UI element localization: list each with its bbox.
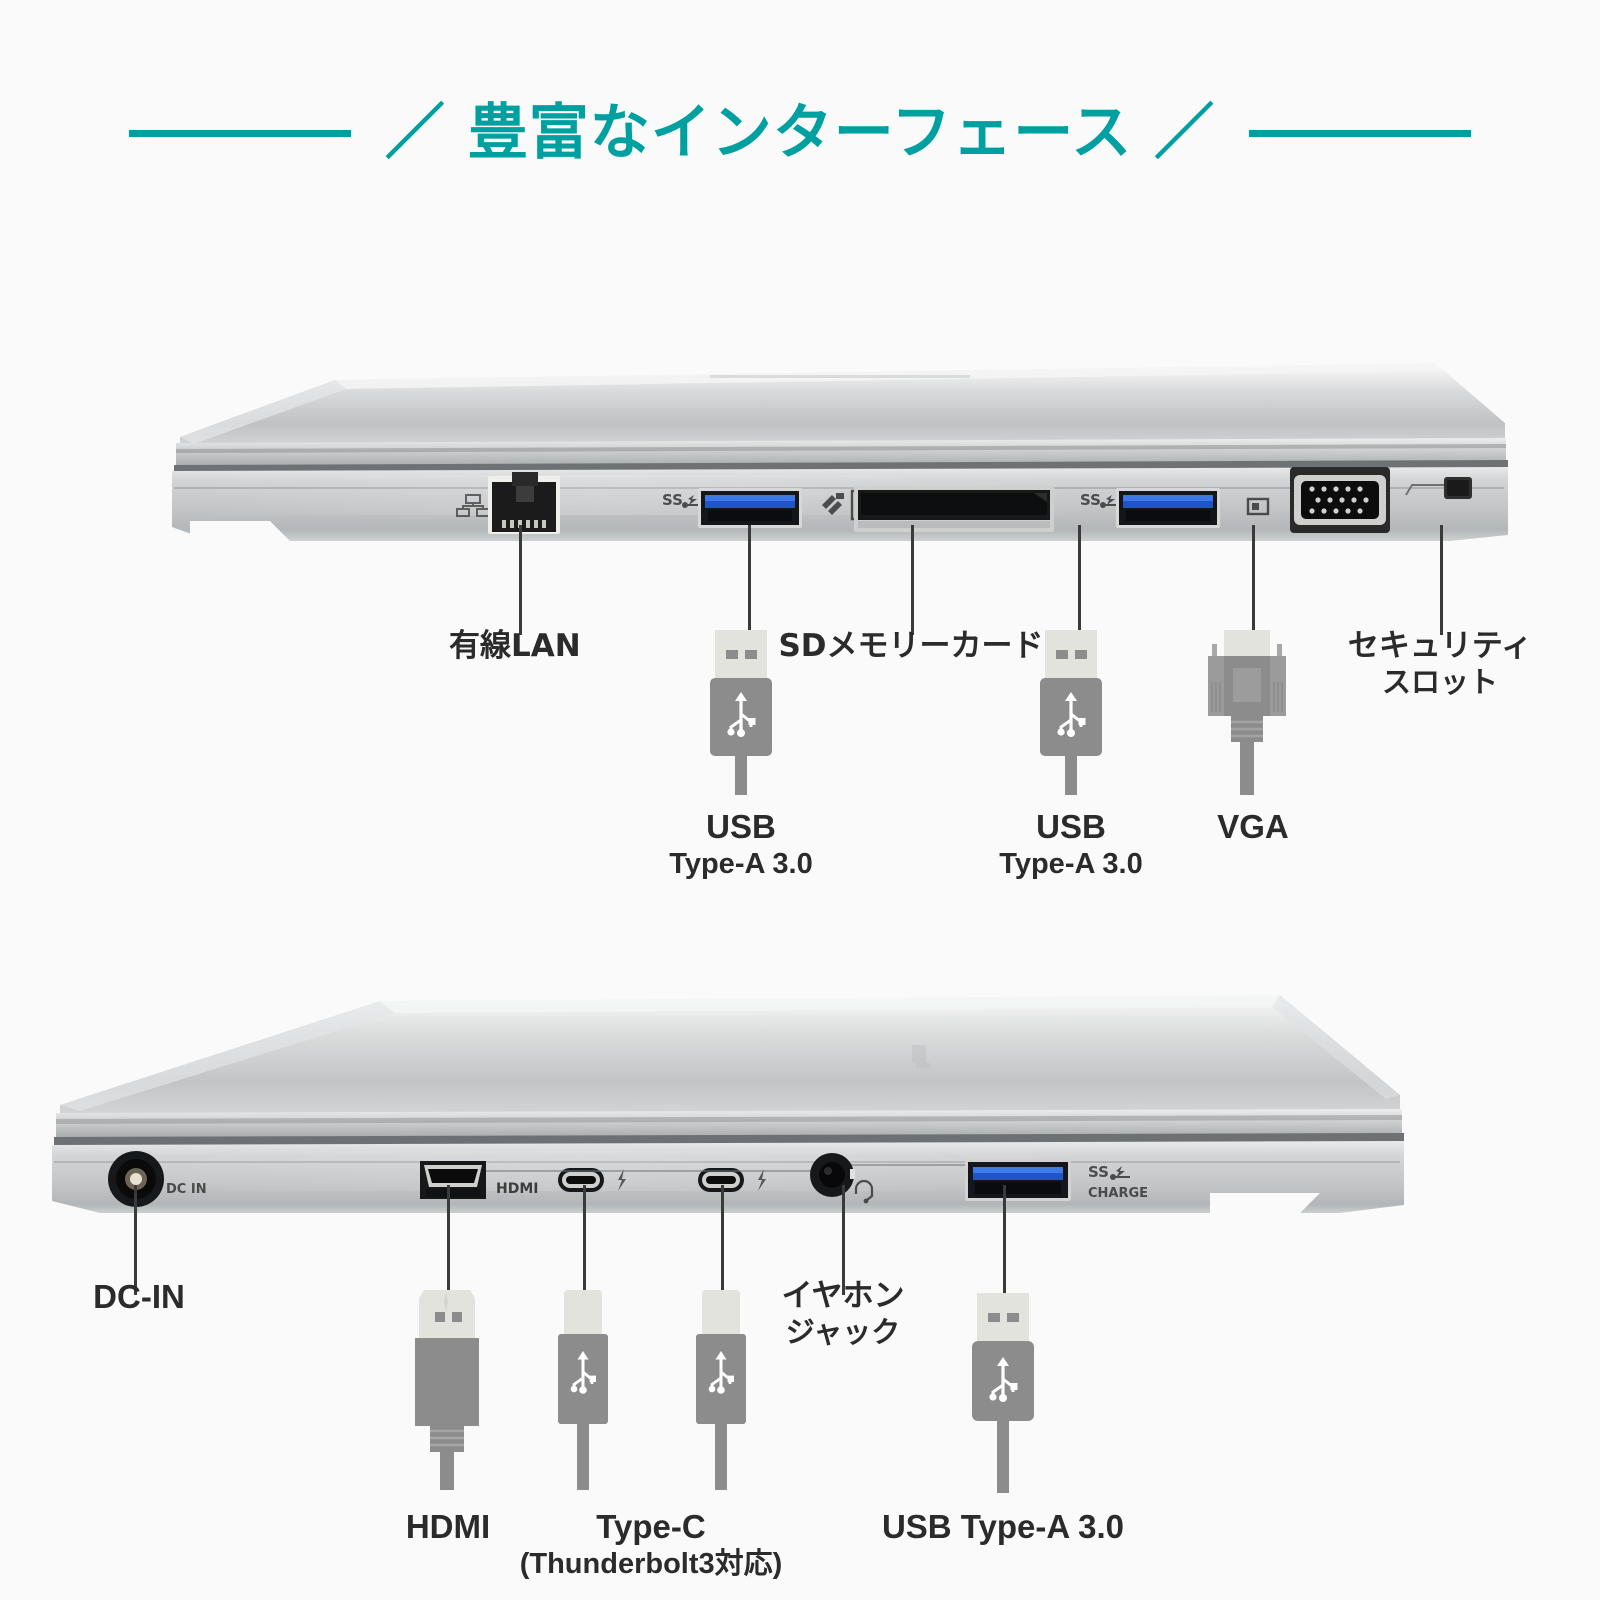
label-usb-a-2-text: USB xyxy=(1036,808,1106,845)
svg-text:CHARGE: CHARGE xyxy=(1088,1186,1148,1201)
label-wired-lan: 有線LAN xyxy=(449,628,581,665)
label-type-c: Type-C (Thunderbolt3対応) xyxy=(520,1508,783,1581)
label-sd-card-text: SDメモリーカード xyxy=(778,628,1044,664)
label-usb-a-3-text: USB Type-A 3.0 xyxy=(881,1508,1125,1545)
leader-line-type-c-2 xyxy=(721,1185,724,1295)
label-vga-text: VGA xyxy=(1217,808,1289,845)
leader-line-usb-a-1 xyxy=(748,525,751,635)
usb-a-connector-icon-3 xyxy=(965,1293,1041,1493)
hdmi-connector-icon xyxy=(408,1290,486,1490)
label-usb-a-2: USB Type-A 3.0 xyxy=(999,808,1142,881)
page-title: ／ 豊富なインターフェース ／ xyxy=(384,98,1216,168)
page-title-row: ／ 豊富なインターフェース ／ xyxy=(0,88,1600,178)
svg-text:SS: SS xyxy=(662,491,683,509)
title-rule-left xyxy=(128,129,351,137)
usb-a-connector-icon-1 xyxy=(703,630,779,795)
label-usb-a-1-subtext: Type-A 3.0 xyxy=(669,847,813,880)
laptop-right-side-image: SS xyxy=(150,345,1510,545)
leader-line-wired-lan xyxy=(519,525,522,635)
leader-line-vga xyxy=(1252,525,1255,635)
label-vga: VGA xyxy=(1217,808,1289,847)
label-usb-a-2-subtext: Type-A 3.0 xyxy=(999,847,1143,880)
svg-text:SS: SS xyxy=(1080,491,1101,509)
label-dc-in-text: DC-IN xyxy=(93,1278,185,1315)
label-earphone-text: イヤホン xyxy=(781,1278,905,1314)
leader-line-type-c-1 xyxy=(583,1185,586,1295)
svg-text:DC IN: DC IN xyxy=(166,1182,207,1197)
leader-line-security-slot xyxy=(1440,525,1443,635)
label-earphone: イヤホン ジャック xyxy=(781,1278,904,1349)
usb-a-connector-icon-2 xyxy=(1033,630,1109,795)
label-usb-a-3: USB Type-A 3.0 xyxy=(882,1508,1124,1547)
svg-text:HDMI: HDMI xyxy=(496,1181,538,1197)
leader-line-earphone xyxy=(842,1185,845,1295)
label-usb-a-1-text: USB xyxy=(706,808,776,845)
label-type-c-text: Type-C xyxy=(596,1508,706,1545)
label-dc-in: DC-IN xyxy=(93,1278,185,1317)
label-type-c-subtext: (Thunderbolt3対応) xyxy=(519,1547,783,1580)
vga-connector-icon xyxy=(1200,630,1294,795)
svg-text:SS: SS xyxy=(1088,1163,1109,1181)
label-sd-card: SDメモリーカード xyxy=(778,628,1043,665)
leader-line-sd-card xyxy=(911,525,914,635)
type-c-connector-icon-1 xyxy=(550,1290,616,1490)
label-hdmi-text: HDMI xyxy=(405,1508,491,1545)
leader-line-dc-in xyxy=(134,1185,137,1295)
title-rule-right xyxy=(1249,129,1472,137)
leader-line-usb-a-3 xyxy=(1003,1185,1006,1295)
label-usb-a-1: USB Type-A 3.0 xyxy=(669,808,812,881)
label-wired-lan-text: 有線LAN xyxy=(449,628,581,664)
laptop-left-side-image: DC IN HDMI xyxy=(50,965,1410,1215)
leader-line-usb-a-2 xyxy=(1078,525,1081,635)
type-c-connector-icon-2 xyxy=(688,1290,754,1490)
label-security-slot: セキュリティ スロット xyxy=(1348,628,1532,699)
label-security-slot-text: セキュリティ xyxy=(1347,628,1533,664)
label-security-slot-subtext: スロット xyxy=(1381,664,1499,699)
label-earphone-subtext: ジャック xyxy=(785,1314,901,1349)
label-hdmi: HDMI xyxy=(406,1508,490,1547)
leader-line-hdmi xyxy=(447,1185,450,1295)
